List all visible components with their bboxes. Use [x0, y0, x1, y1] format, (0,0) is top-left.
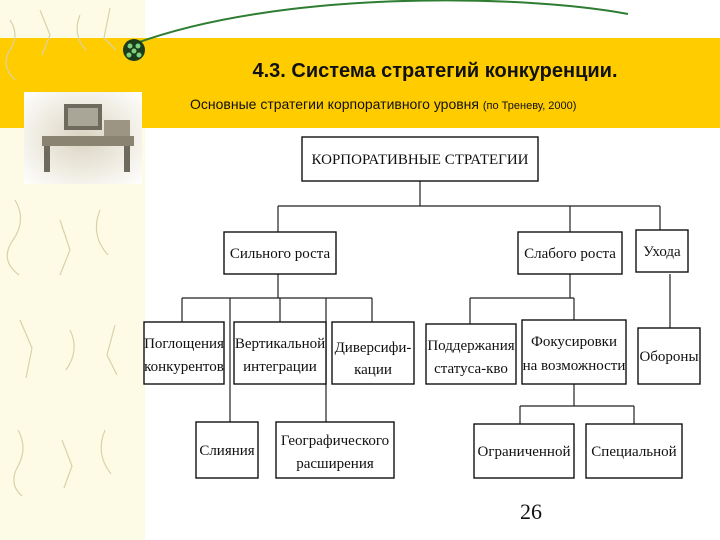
slide-title: 4.3. Система стратегий конкуренции.	[252, 60, 618, 82]
node-label-line: интеграции	[243, 359, 317, 375]
node-defense: Обороны	[637, 327, 701, 385]
node-label-line: статуса-кво	[434, 361, 508, 377]
subtitle-note: (по Треневу, 2000)	[482, 100, 577, 112]
node-diversification: Диверсифи- кации	[331, 321, 415, 385]
connectors	[181, 181, 671, 478]
node-corporate-strategies: КОРПОРАТИВНЫЕ СТРАТЕГИИ	[301, 136, 539, 182]
node-label-line: Поглощения	[144, 336, 224, 352]
subtitle-main: Основные стратегии корпоративного уровня	[190, 96, 479, 112]
node-merger: Слияния	[195, 421, 259, 479]
node-geographic-expansion: Географического расширения	[275, 421, 395, 479]
node-label-line: конкурентов	[144, 359, 224, 375]
node-label: Ухода	[643, 244, 681, 260]
node-label-line: кации	[354, 362, 392, 378]
node-weak-growth: Слабого роста	[517, 231, 623, 275]
node-label-line: Географического	[281, 433, 389, 449]
office-illustration	[42, 104, 134, 172]
slide-subtitle: Основные стратегии корпоративного уровня…	[190, 96, 576, 112]
node-vertical-integration: Вертикальной интеграции	[233, 321, 327, 385]
node-label-line: Фокусировки	[531, 334, 617, 350]
node-limited: Ограниченной	[473, 423, 575, 479]
node-label-line: Диверсифи-	[335, 340, 412, 356]
node-label: Сильного роста	[230, 246, 331, 262]
node-label: Обороны	[639, 349, 698, 365]
node-focus: Фокусировки на возможности	[521, 319, 627, 385]
sidebar-doodles	[5, 7, 118, 497]
node-label-line: Поддержания	[427, 338, 514, 354]
node-label: Слабого роста	[524, 246, 616, 262]
node-special: Специальной	[585, 423, 683, 479]
node-label: КОРПОРАТИВНЫЕ СТРАТЕГИИ	[311, 152, 528, 168]
node-label-line: расширения	[296, 456, 374, 472]
node-status-quo: Поддержания статуса-кво	[425, 323, 517, 385]
orb-icon	[123, 39, 145, 61]
node-absorption: Поглощения конкурентов	[143, 321, 225, 385]
node-label: Специальной	[591, 444, 676, 460]
node-label: Слияния	[199, 443, 254, 459]
node-label-line: на возможности	[523, 358, 626, 374]
node-label: Ограниченной	[478, 444, 571, 460]
node-label-line: Вертикальной	[235, 336, 325, 352]
green-arc	[133, 0, 629, 45]
node-strong-growth: Сильного роста	[223, 231, 337, 275]
node-exit: Ухода	[635, 229, 689, 273]
page-number: 26	[520, 499, 542, 524]
